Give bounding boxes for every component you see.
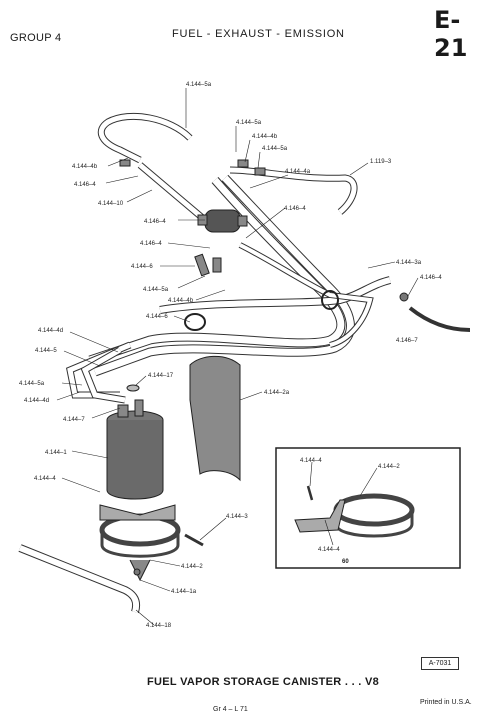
group-line-code: Gr 4 – L 71 (213, 706, 248, 713)
inset-label-top: 4.144–4 (300, 458, 322, 464)
label-4144-5: 4.144–5 (35, 348, 57, 354)
inset-code: 60 (342, 559, 349, 565)
label-4146-7: 4.146–7 (396, 338, 418, 344)
label-4144-4a: 4.144–4a (285, 169, 311, 175)
label-4144-1a: 4.144–1a (171, 589, 197, 595)
figure-caption: FUEL VAPOR STORAGE CANISTER . . . V8 (147, 676, 380, 688)
label-4146-4-far: 4.146–4 (420, 275, 442, 281)
label-4146-4-left: 4.146–4 (74, 182, 96, 188)
label-4144-1: 4.144–1 (45, 450, 67, 456)
label-4146-4-right: 4.146–4 (284, 206, 306, 212)
label-4144-10: 4.144–10 (98, 201, 124, 207)
label-4144-4b-c: 4.144–4b (168, 298, 194, 304)
label-4144-6-a: 4.144–6 (131, 264, 153, 270)
label-4144-4d-b: 4.144–4d (24, 398, 49, 404)
page-code: E-21 (434, 6, 468, 62)
fitting-a (194, 253, 210, 277)
label-4144-5a-b: 4.144–5a (236, 120, 262, 126)
label-4144-3a: 4.144–3a (396, 260, 422, 266)
reference-code: A-7031 (421, 657, 459, 670)
label-4144-5a-e: 4.144–5a (19, 381, 45, 387)
bolt-4144-3 (184, 533, 204, 547)
label-4144-2: 4.144–2 (181, 564, 203, 570)
label-4144-5a-c: 4.144–5a (262, 146, 288, 152)
canister-body (106, 420, 164, 500)
hose-top-left (97, 112, 193, 164)
label-4144-5a-top: 4.144–5a (186, 82, 212, 88)
inset-label-right: 4.144–2 (378, 464, 400, 470)
label-1119-3: 1.119–3 (370, 159, 392, 165)
label-4144-4d-a: 4.144–4d (38, 328, 63, 334)
bracket (99, 504, 176, 521)
group-label: GROUP 4 (10, 32, 62, 44)
label-4144-6-b: 4.144–6 (146, 314, 168, 320)
inset-label-bottom: 4.144–4 (318, 547, 340, 553)
label-4144-7: 4.144–7 (63, 417, 85, 423)
label-4144-2a: 4.144–2a (264, 390, 290, 396)
fitting-b (212, 257, 222, 273)
page-title: FUEL - EXHAUST - EMISSION (172, 28, 345, 40)
label-4144-4: 4.144–4 (34, 476, 56, 482)
label-4146-4-mid: 4.146–4 (144, 219, 166, 225)
inset-box (275, 447, 461, 569)
label-4144-4b-top: 4.144–4b (252, 134, 278, 140)
label-4144-17: 4.144–17 (148, 373, 174, 379)
hose-clamp (184, 313, 206, 331)
label-4144-18: 4.144–18 (146, 623, 172, 629)
label-4144-3: 4.144–3 (226, 514, 248, 520)
printed-note: Printed in U.S.A. (420, 699, 472, 706)
label-4144-5a-d: 4.144–5a (143, 287, 169, 293)
heat-shield (189, 355, 241, 482)
tube-4146-7 (408, 306, 471, 332)
label-4144-4b-left: 4.144–4b (72, 164, 98, 170)
label-4146-4-lower: 4.146–4 (140, 241, 162, 247)
check-valve (204, 209, 241, 233)
